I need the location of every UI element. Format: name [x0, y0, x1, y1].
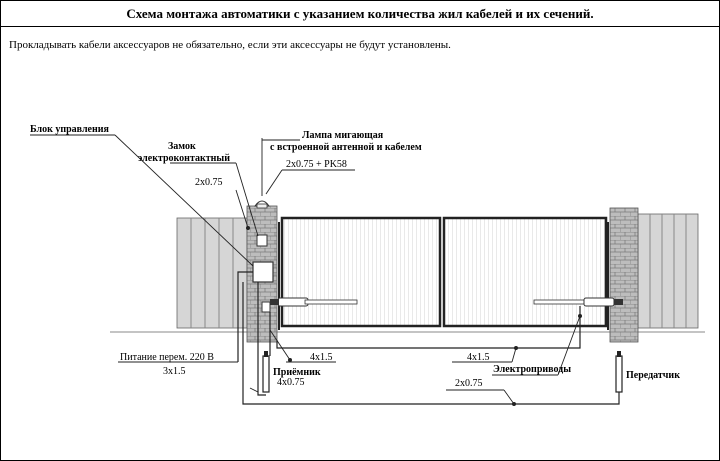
- lock-label-line2: электроконтактный: [138, 153, 230, 164]
- actuators-label: Электроприводы: [493, 364, 572, 375]
- control-unit-box: [252, 261, 274, 283]
- flashing-lamp-icon: [254, 188, 270, 209]
- left-fence: [176, 217, 248, 329]
- transmitter-cable-spec: 2x0.75: [455, 378, 483, 389]
- gate-leaves: [278, 216, 609, 330]
- leader-lines: [30, 134, 581, 405]
- title-bar: Схема монтажа автоматики с указанием кол…: [0, 0, 720, 27]
- right-brick-pillar: [609, 207, 639, 343]
- receiver-icon: [261, 301, 271, 313]
- power-supply-label: Питание перем. 220 В: [120, 352, 214, 363]
- power-cable-spec: 3x1.5: [163, 366, 186, 377]
- receiver-post-icon: [262, 351, 270, 393]
- right-actuator-icon: [533, 297, 623, 307]
- lock-label-line1: Замок: [168, 141, 196, 152]
- left-actuator-icon: [270, 297, 358, 307]
- left-motor-cable-spec: 4x1.5: [310, 352, 333, 363]
- cable-markers: [246, 226, 582, 406]
- installation-note: Прокладывать кабели аксессуаров не обяза…: [9, 39, 451, 51]
- cable-routes: [237, 271, 620, 405]
- receiver-cable-spec: 4x0.75: [277, 377, 305, 388]
- transmitter-label: Передатчик: [626, 370, 680, 381]
- lock-cable-spec: 2x0.75: [195, 177, 223, 188]
- transmitter-post-icon: [615, 351, 623, 393]
- electric-lock-icon: [256, 234, 268, 247]
- right-fence: [637, 213, 699, 329]
- right-motor-cable-spec: 4x1.5: [467, 352, 490, 363]
- lamp-label-line1: Лампа мигающая: [302, 130, 384, 141]
- diagram-title: Схема монтажа автоматики с указанием кол…: [126, 6, 594, 21]
- lamp-label-line2: с встроенной антенной и кабелем: [270, 142, 422, 153]
- lamp-cable-spec: 2x0.75 + PK58: [286, 159, 347, 170]
- control-unit-label: Блок управления: [30, 124, 109, 135]
- receiver-label: Приёмник: [273, 367, 321, 378]
